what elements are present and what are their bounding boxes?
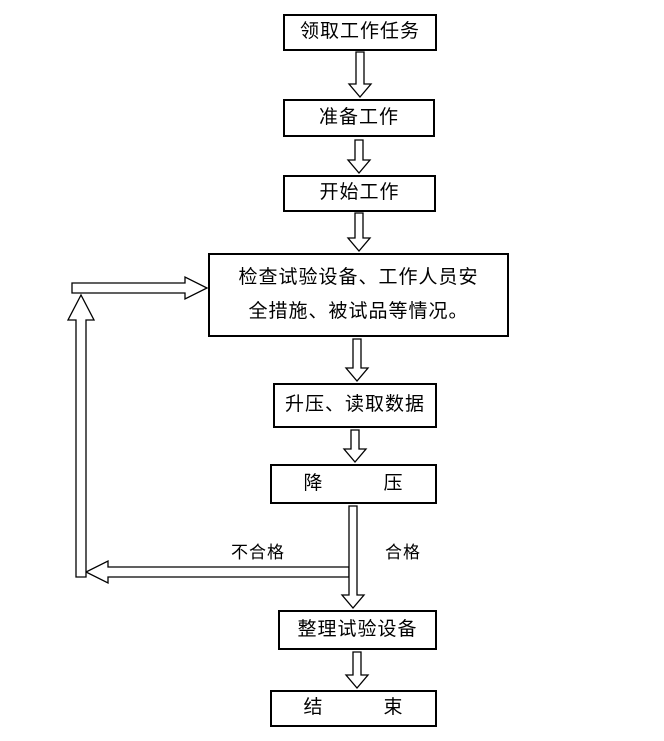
arrow-down-3-icon <box>346 212 372 253</box>
arrow-fail-right-icon <box>71 275 209 301</box>
arrow-fail-up-icon <box>66 293 96 578</box>
arrow-down-5-icon <box>342 429 368 464</box>
node-tidy-equipment: 整理试验设备 <box>278 610 437 650</box>
node-step-down: 降 压 <box>270 464 437 504</box>
arrow-down-4-icon <box>344 338 370 383</box>
arrow-fail-left-icon <box>84 559 350 585</box>
node-start-work: 开始工作 <box>283 175 436 212</box>
edge-label-fail: 不合格 <box>231 543 285 562</box>
arrow-down-2-icon <box>346 139 372 175</box>
node-receive-task: 领取工作任务 <box>283 14 437 51</box>
arrow-down-1-icon <box>347 51 373 99</box>
arrow-down-6-icon <box>340 505 366 610</box>
node-boost-read: 升压、读取数据 <box>273 383 437 428</box>
node-prepare-work: 准备工作 <box>283 99 435 137</box>
edge-label-pass: 合格 <box>385 543 421 562</box>
node-end: 结 束 <box>270 690 437 727</box>
node-check-equipment: 检查试验设备、工作人员安 全措施、被试品等情况。 <box>208 253 509 337</box>
arrow-down-7-icon <box>344 651 370 690</box>
